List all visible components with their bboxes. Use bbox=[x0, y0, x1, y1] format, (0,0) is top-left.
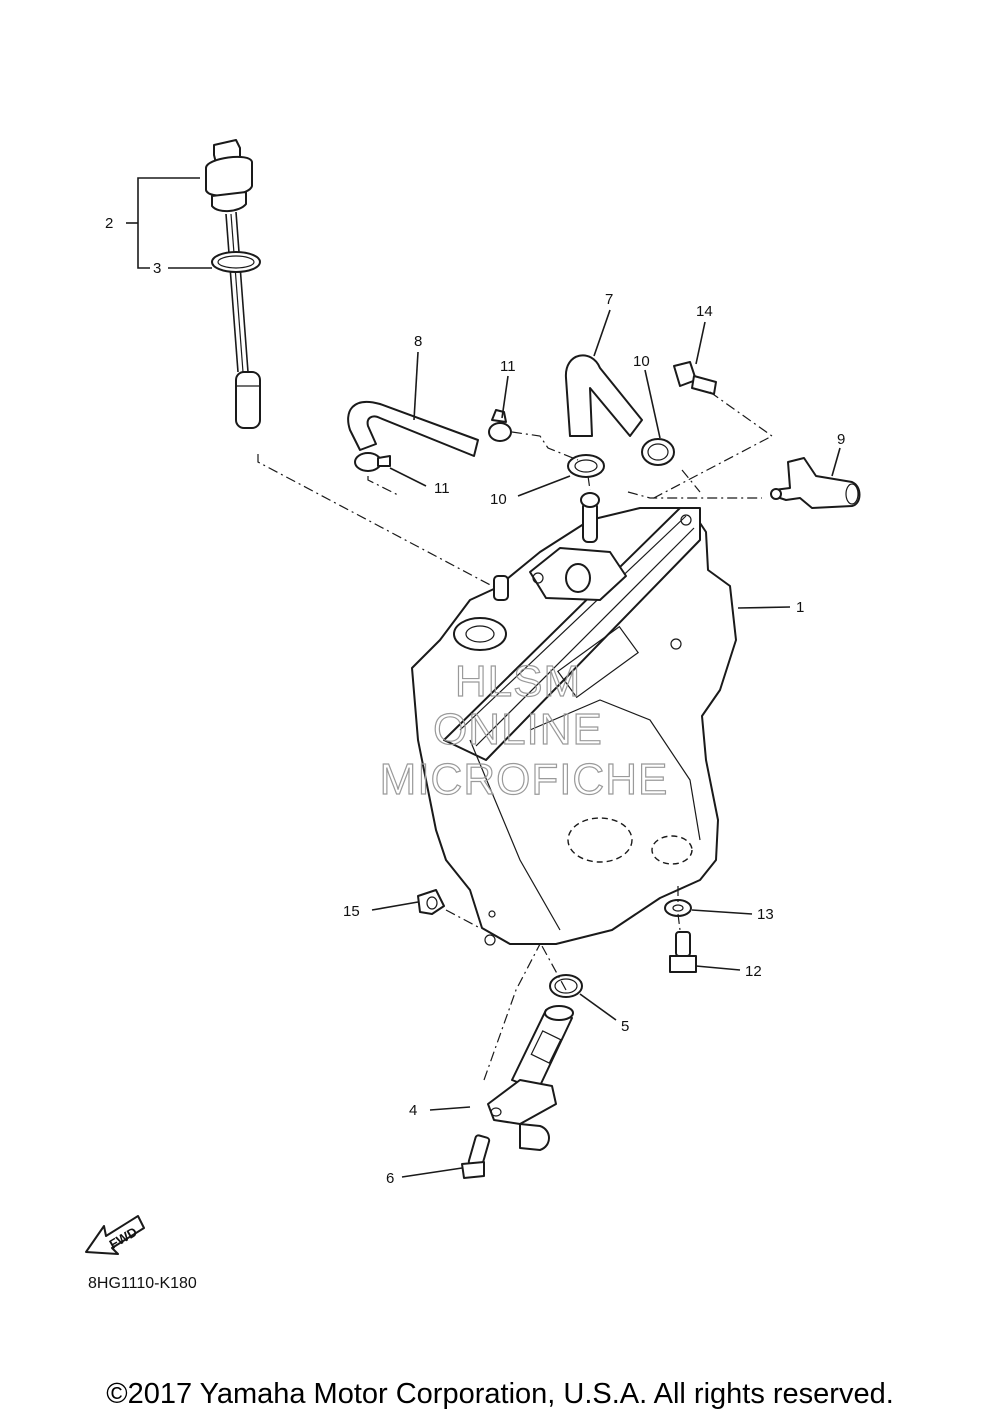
callout-label: 5 bbox=[621, 1018, 629, 1035]
copyright-notice: ©2017 Yamaha Motor Corporation, U.S.A. A… bbox=[106, 1378, 894, 1410]
callout-label: 10 bbox=[490, 491, 507, 508]
callout-label: 15 bbox=[343, 903, 360, 920]
washer-part[interactable] bbox=[664, 899, 692, 917]
callout-label: 2 bbox=[105, 215, 113, 232]
watermark-line: ONLINE bbox=[433, 705, 603, 754]
callout-label: 4 bbox=[409, 1102, 417, 1119]
diagram-code: 8HG1110-K180 bbox=[88, 1275, 197, 1292]
o-ring-part[interactable] bbox=[549, 974, 583, 998]
level-sensor-part[interactable] bbox=[205, 139, 261, 429]
grommet-part[interactable] bbox=[417, 889, 445, 915]
watermark-line: HLSM bbox=[455, 657, 581, 706]
callout-label: 14 bbox=[696, 303, 713, 320]
elbow-fitting-part[interactable] bbox=[770, 457, 861, 509]
drain-bolt-part[interactable] bbox=[669, 931, 697, 973]
oil-tank-part[interactable] bbox=[411, 492, 737, 946]
strainer-part[interactable] bbox=[487, 1005, 574, 1151]
o-ring-part[interactable] bbox=[211, 251, 261, 273]
callout-label: 7 bbox=[605, 291, 613, 308]
callout-label: 10 bbox=[633, 353, 650, 370]
watermark-line: MICROFICHE bbox=[380, 755, 669, 804]
forward-arrow-icon: FWD bbox=[85, 1215, 145, 1255]
callout-label: 3 bbox=[153, 260, 161, 277]
callout-label: 11 bbox=[500, 358, 516, 375]
clamp-part[interactable] bbox=[641, 438, 675, 466]
bolt-part[interactable] bbox=[673, 361, 717, 395]
callout-label: 9 bbox=[837, 431, 845, 448]
breather-hose-part[interactable] bbox=[347, 400, 479, 457]
bolt-part[interactable] bbox=[461, 1134, 491, 1179]
clamp-part[interactable] bbox=[567, 454, 605, 478]
hose-part[interactable] bbox=[564, 354, 643, 437]
clamp-part[interactable] bbox=[354, 452, 391, 472]
callout-label: 11 bbox=[434, 480, 450, 497]
callout-label: 6 bbox=[386, 1170, 394, 1187]
callout-label: 8 bbox=[414, 333, 422, 350]
clamp-part[interactable] bbox=[488, 409, 512, 442]
callout-label: 12 bbox=[745, 963, 762, 980]
callout-label: 13 bbox=[757, 906, 774, 923]
callout-label: 1 bbox=[796, 599, 804, 616]
